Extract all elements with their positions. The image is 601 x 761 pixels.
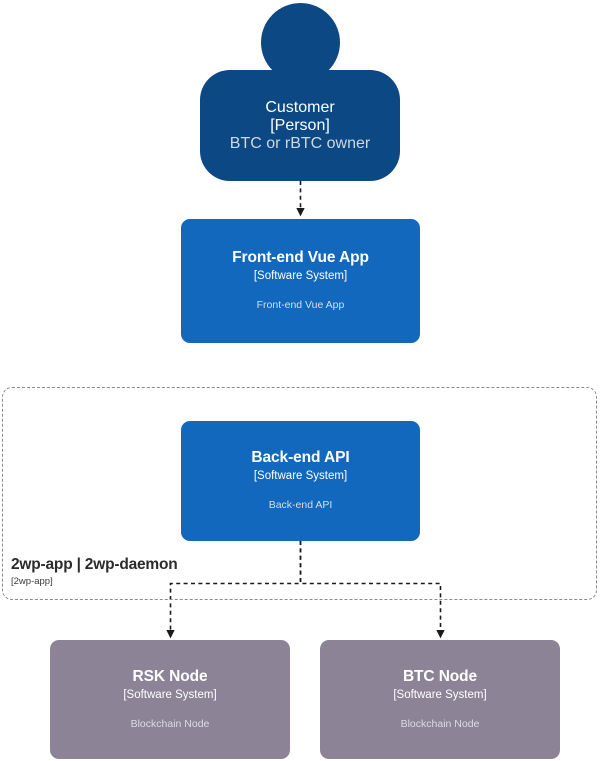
- backend-title: Back-end API: [251, 449, 350, 467]
- btc-node-type: [Software System]: [393, 688, 487, 701]
- customer-description: BTC or rBTC owner: [229, 134, 371, 152]
- rsk-node-title: RSK Node: [132, 667, 208, 685]
- backend-description: Back-end API: [268, 499, 333, 512]
- customer-body: Customer [Person] BTC or rBTC owner: [200, 70, 400, 181]
- node-backend-api[interactable]: Back-end API [Software System] Back-end …: [181, 421, 420, 541]
- node-customer[interactable]: Customer [Person] BTC or rBTC owner: [200, 3, 400, 181]
- btc-node-description: Blockchain Node: [400, 717, 480, 730]
- rsk-node-type: [Software System]: [123, 688, 217, 701]
- customer-title: Customer: [265, 98, 335, 116]
- node-frontend-vue-app[interactable]: Front-end Vue App [Software System] Fron…: [181, 219, 420, 343]
- frontend-type: [Software System]: [253, 270, 348, 283]
- customer-type: [Person]: [270, 116, 330, 134]
- btc-node-title: BTC Node: [402, 667, 478, 685]
- node-rsk-node[interactable]: RSK Node [Software System] Blockchain No…: [50, 640, 290, 759]
- boundary-sublabel: [2wp-app]: [11, 576, 53, 587]
- boundary-2wp-app: [2, 387, 597, 600]
- customer-head-icon: [261, 3, 340, 82]
- frontend-description: Front-end Vue App: [256, 299, 345, 312]
- boundary-label: 2wp-app | 2wp-daemon: [11, 556, 178, 573]
- backend-type: [Software System]: [253, 470, 348, 483]
- rsk-node-description: Blockchain Node: [130, 717, 210, 730]
- frontend-title: Front-end Vue App: [232, 249, 369, 267]
- node-btc-node[interactable]: BTC Node [Software System] Blockchain No…: [320, 640, 560, 759]
